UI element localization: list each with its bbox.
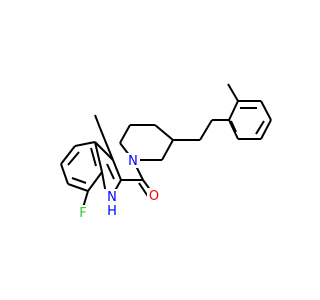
piperidine-ring bbox=[119, 124, 174, 161]
methyl-end-indole bbox=[94, 114, 101, 129]
n-piperidine-label: N bbox=[128, 154, 138, 169]
fluorine-label: F bbox=[79, 206, 86, 221]
methyl-bond-toluene bbox=[227, 83, 239, 102]
methyl-bond-indole bbox=[99, 127, 114, 161]
atom-label-n-piperidine: N bbox=[126, 153, 140, 169]
indole-benzene-ring bbox=[60, 141, 103, 192]
toluene-ring bbox=[228, 100, 272, 140]
molecule-structure: N O N H F bbox=[0, 0, 300, 300]
atom-label-o: O bbox=[147, 188, 161, 204]
h-indole-label: H bbox=[107, 204, 117, 219]
canvas-background bbox=[0, 0, 300, 300]
ethyl-linker bbox=[173, 119, 229, 141]
n-indole-label: N bbox=[107, 190, 117, 205]
atom-label-f: F bbox=[76, 205, 90, 221]
oxygen-label: O bbox=[149, 189, 159, 204]
atom-label-nh: N H bbox=[104, 189, 120, 219]
